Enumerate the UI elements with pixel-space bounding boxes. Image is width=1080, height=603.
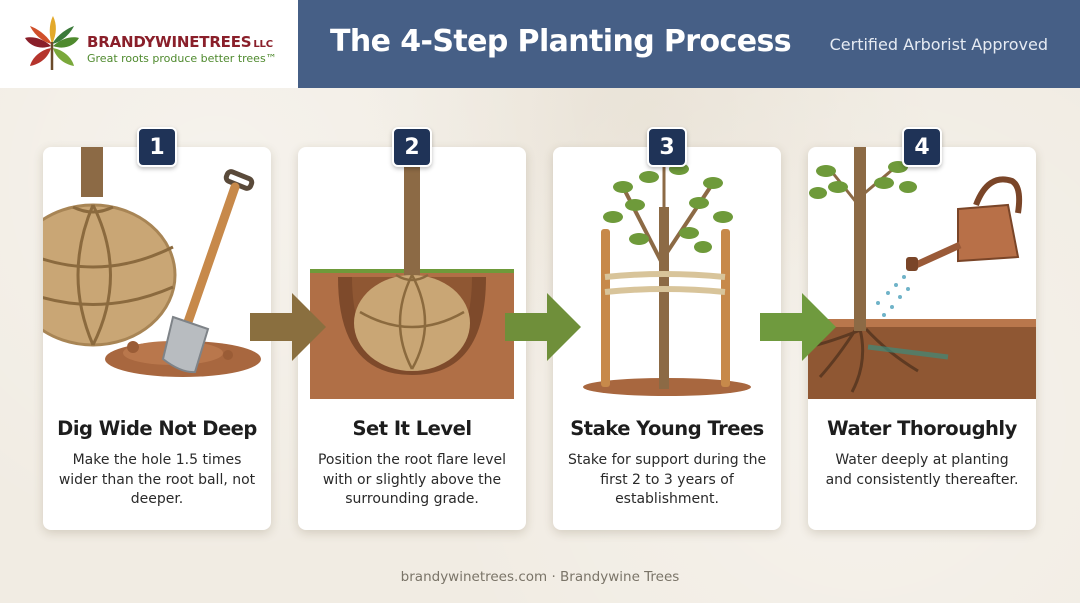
step-card-4: Water Thoroughly Water deeply at plantin… [808, 147, 1036, 530]
step-2-description: Position the root flare level with or sl… [317, 452, 507, 507]
brand-suffix: LLC [253, 39, 273, 50]
right-arrow-icon [760, 293, 836, 361]
step-3-number-badge: 3 [647, 127, 687, 167]
step-card-3: Stake Young Trees Stake for support duri… [553, 147, 781, 530]
step-4-title: Water Thoroughly [827, 417, 1017, 440]
step-2-title: Set It Level [352, 417, 472, 440]
watering-tree-illustration [808, 147, 1036, 399]
leaf-cluster-icon [25, 16, 79, 70]
step-3-description: Stake for support during the first 2 to … [567, 452, 767, 507]
step-1-number-badge: 1 [137, 127, 177, 167]
dig-hole-illustration [43, 147, 261, 377]
right-arrow-icon [505, 293, 581, 361]
title-bar: The 4-Step Planting Process Certified Ar… [298, 0, 1080, 88]
step-4-description: Water deeply at planting and consistentl… [825, 452, 1019, 488]
step-1-description: Make the hole 1.5 times wider than the r… [58, 452, 256, 507]
staked-tree-illustration [583, 151, 751, 396]
step-card-1: Dig Wide Not Deep Make the hole 1.5 time… [43, 147, 271, 530]
page-title: The 4-Step Planting Process [330, 24, 792, 59]
step-card-2: Set It Level Position the root flare lev… [298, 147, 526, 530]
footer-text[interactable]: brandywinetrees.com · Brandywine Trees [400, 569, 680, 585]
step-4-number-badge: 4 [902, 127, 942, 167]
certified-badge-text: Certified Arborist Approved [829, 35, 1048, 54]
step-1-title: Dig Wide Not Deep [57, 417, 257, 440]
right-arrow-icon [250, 293, 326, 361]
step-2-number-badge: 2 [392, 127, 432, 167]
brand-tagline: Great roots produce better trees™ [87, 52, 277, 65]
step-3-title: Stake Young Trees [570, 417, 764, 440]
level-planting-illustration [310, 147, 514, 399]
